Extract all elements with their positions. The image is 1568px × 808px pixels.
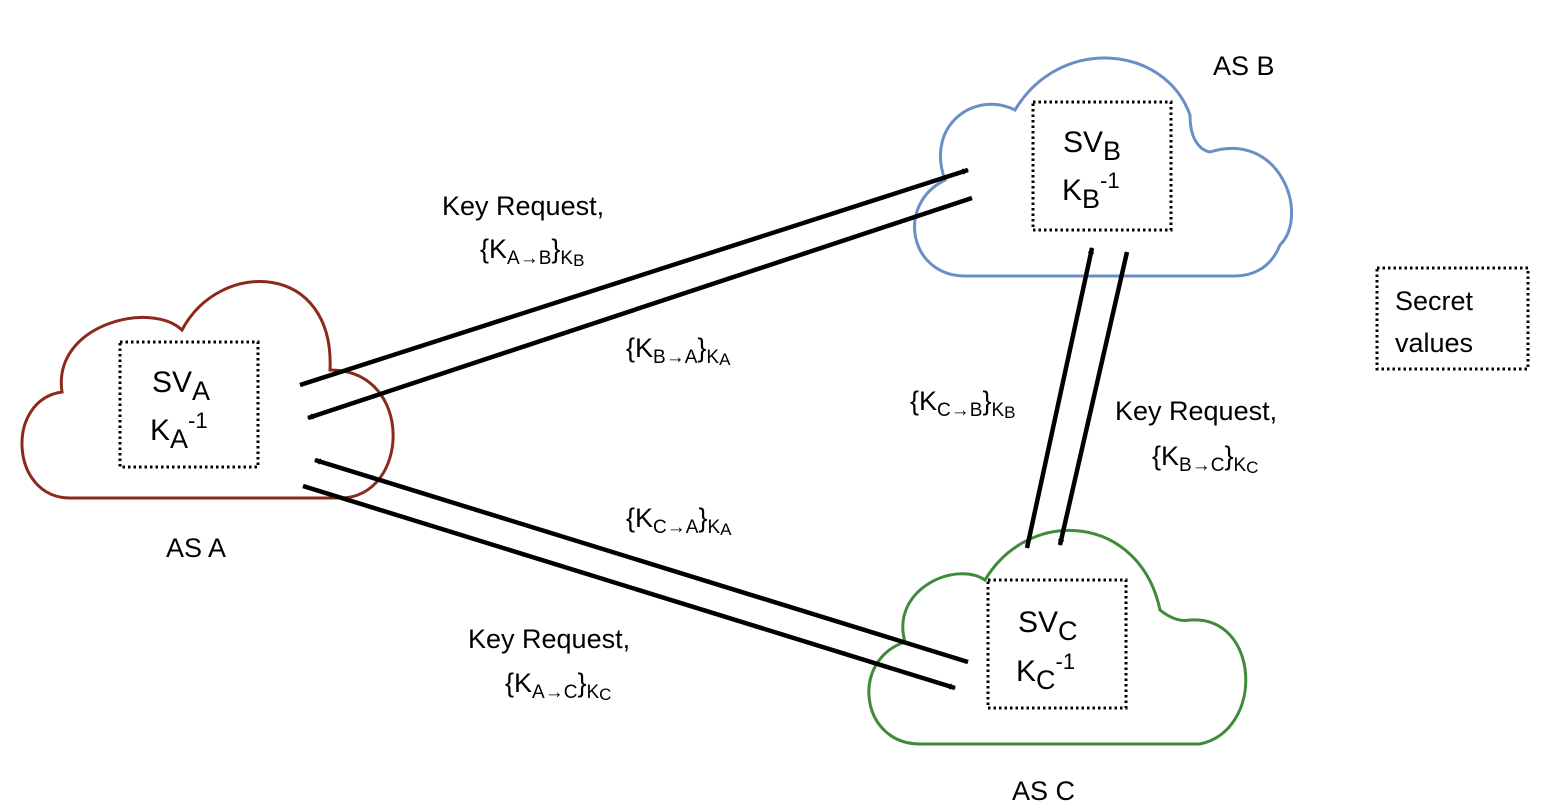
message-b-to-c: Key Request, {KB→C}KC <box>1115 396 1277 477</box>
private-key-label-c: KC-1 <box>1016 649 1075 695</box>
msg-b-to-c-key: {KB→C}KC <box>1152 441 1258 477</box>
message-c-to-a: {KC→A}KA <box>626 503 732 539</box>
arrow-a-to-b <box>299 167 969 388</box>
arrow-a-to-c <box>302 483 956 691</box>
msg-a-to-c-title: Key Request, <box>468 624 630 654</box>
legend-dotted-box <box>1375 266 1530 371</box>
msg-a-to-b-title: Key Request, <box>442 191 604 221</box>
message-b-to-a: {KB→A}KA <box>626 333 731 369</box>
arrow-c-to-a <box>314 457 969 665</box>
secret-values-box-a <box>118 340 260 469</box>
secret-values-box-c <box>986 578 1128 710</box>
private-key-label-a: KA-1 <box>150 408 208 454</box>
legend-line-2: values <box>1395 328 1473 358</box>
cloud-as-b: SVB KB-1 AS B <box>913 51 1294 278</box>
arrow-b-to-a <box>307 195 973 421</box>
sv-label-a: SVA <box>152 366 210 406</box>
as-name-b: AS B <box>1213 51 1275 81</box>
arrow-b-to-c <box>1057 251 1130 546</box>
msg-c-to-b-key: {KC→B}KB <box>910 386 1016 422</box>
message-a-to-b: Key Request, {KA→B}KB <box>442 191 604 270</box>
arrow-c-to-b <box>1024 247 1095 549</box>
sv-label-b: SVB <box>1063 126 1121 166</box>
as-name-c: AS C <box>1012 776 1075 806</box>
legend: Secret values <box>1375 266 1530 371</box>
arrows <box>299 167 1130 691</box>
cloud-as-a: SVA KA-1 AS A <box>20 279 395 563</box>
cloud-b-outline <box>913 56 1294 278</box>
msg-a-to-c-key: {KA→C}KC <box>505 668 611 704</box>
msg-a-to-b-key: {KA→B}KB <box>480 234 584 270</box>
as-name-a: AS A <box>166 533 226 563</box>
msg-b-to-c-title: Key Request, <box>1115 396 1277 426</box>
cloud-a-outline <box>20 279 395 500</box>
legend-line-1: Secret <box>1395 286 1474 316</box>
private-key-label-b: KB-1 <box>1062 168 1120 214</box>
message-c-to-b: {KC→B}KB <box>910 386 1016 422</box>
message-a-to-c: Key Request, {KA→C}KC <box>468 624 630 704</box>
cloud-as-c: SVC KC-1 AS C <box>867 528 1248 806</box>
msg-c-to-a-key: {KC→A}KA <box>626 503 732 539</box>
sv-label-c: SVC <box>1018 606 1078 646</box>
msg-b-to-a-key: {KB→A}KA <box>626 333 731 369</box>
secret-values-box-b <box>1031 100 1173 232</box>
